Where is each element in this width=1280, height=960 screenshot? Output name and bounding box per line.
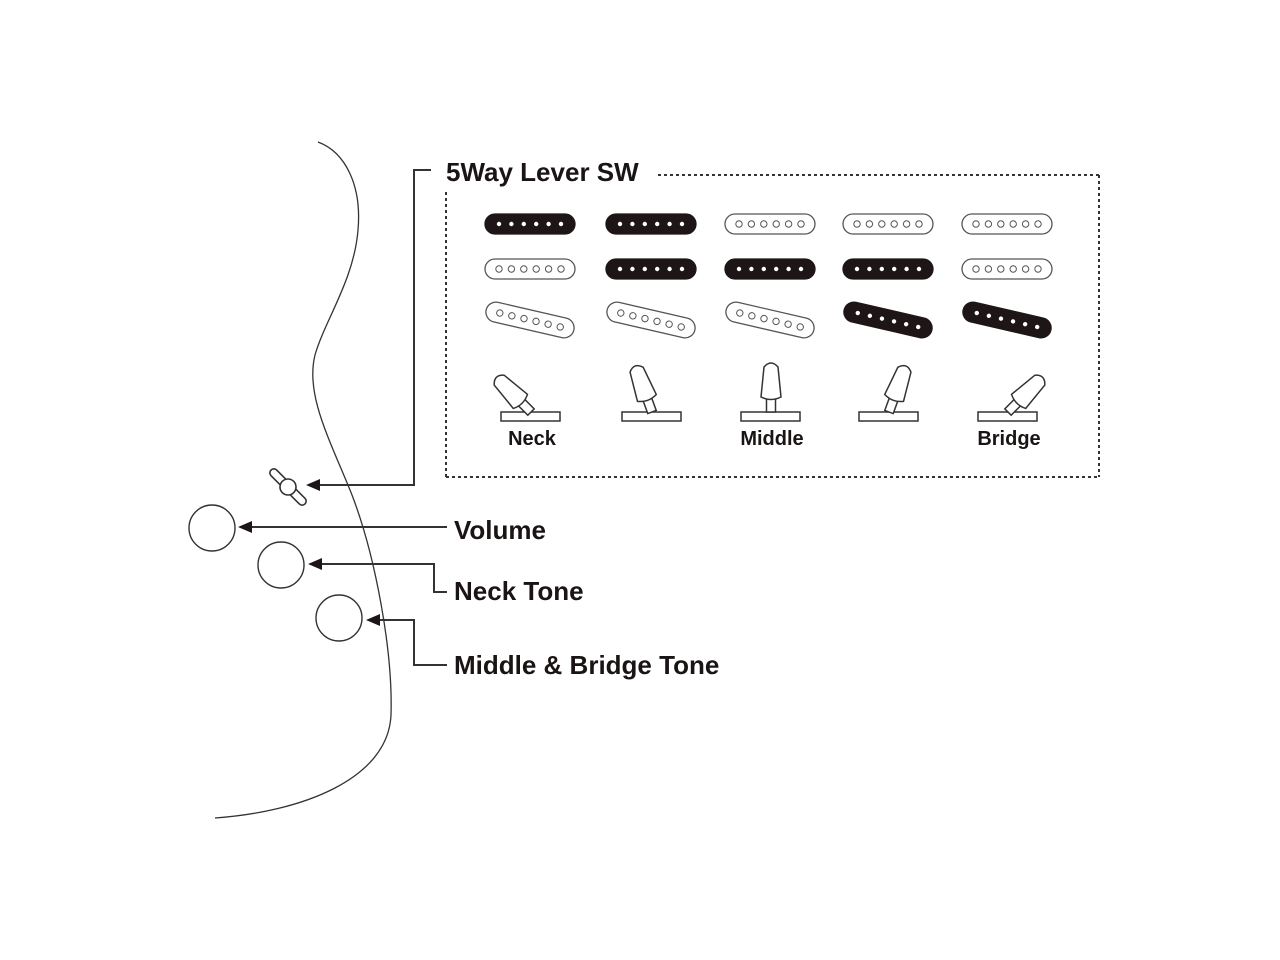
middle-pickup-icon (605, 258, 697, 280)
lever-switch-leader (306, 169, 431, 491)
neck-tone-knob-icon (257, 541, 305, 589)
neck-pickup-icon (605, 213, 697, 235)
bridge-pickup-icon (606, 301, 696, 339)
neck-pickup-icon (842, 213, 934, 235)
switch-position-5: Bridge (961, 213, 1053, 450)
middle-bridge-tone-leader (366, 614, 447, 666)
lever-position-icon (740, 362, 801, 422)
position-label: Middle (740, 428, 803, 450)
position-label: Neck (508, 428, 557, 450)
lever-position-icon (858, 364, 919, 422)
bridge-pickup-icon (962, 301, 1052, 339)
switch-position-1: Neck (484, 213, 576, 450)
lever-position-icon (977, 374, 1046, 422)
neck-pickup-icon (724, 213, 816, 235)
switch-position-3: Middle (724, 213, 816, 450)
volume-knob-icon (188, 504, 236, 552)
neck-tone-label: Neck Tone (454, 576, 584, 606)
neck-pickup-icon (961, 213, 1053, 235)
guitar-body-outline (214, 141, 392, 819)
volume-leader (238, 521, 447, 533)
middle-bridge-tone-knob-icon (315, 594, 363, 642)
lever-switch-icon (269, 468, 307, 506)
switch-title: 5Way Lever SW (446, 157, 639, 187)
middle-bridge-tone-label: Middle & Bridge Tone (454, 650, 719, 680)
bridge-pickup-icon (485, 301, 575, 339)
middle-pickup-icon (484, 258, 576, 280)
lever-position-icon (493, 374, 561, 422)
switch-position-4 (842, 213, 934, 422)
bridge-pickup-icon (725, 301, 815, 339)
switch-position-2 (605, 213, 697, 422)
bridge-pickup-icon (843, 301, 933, 339)
neck-tone-leader (308, 558, 447, 593)
volume-label: Volume (454, 515, 546, 545)
middle-pickup-icon (724, 258, 816, 280)
position-label: Bridge (977, 428, 1040, 450)
neck-pickup-icon (484, 213, 576, 235)
switch-positions-box (445, 174, 1100, 478)
middle-pickup-icon (961, 258, 1053, 280)
lever-position-icon (621, 364, 682, 422)
switch-position-columns: Neck Middle Bridge (484, 213, 1053, 450)
middle-pickup-icon (842, 258, 934, 280)
